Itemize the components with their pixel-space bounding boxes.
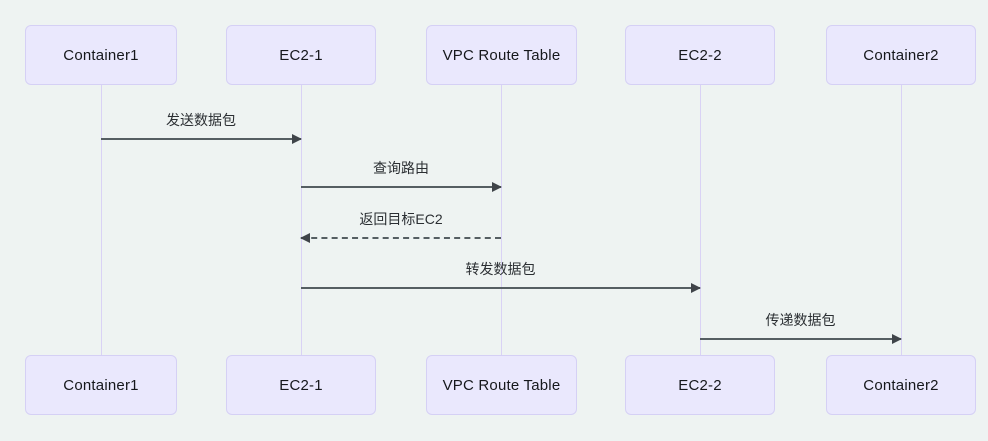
message-label: 发送数据包 <box>166 112 236 128</box>
participant-label: Container1 <box>63 46 139 64</box>
message-line <box>301 237 501 239</box>
arrowhead-icon <box>691 283 701 293</box>
participant-label: Container1 <box>63 376 139 394</box>
participant-top-ec2_1[interactable]: EC2-1 <box>226 25 376 85</box>
arrowhead-icon <box>892 334 902 344</box>
participant-label: EC2-2 <box>678 376 722 394</box>
lifeline-ec2_2 <box>700 85 701 355</box>
lifeline-vpc_route <box>501 85 502 355</box>
participant-top-container1[interactable]: Container1 <box>25 25 177 85</box>
message-line <box>301 287 700 289</box>
participant-top-container2[interactable]: Container2 <box>826 25 976 85</box>
participant-label: EC2-2 <box>678 46 722 64</box>
message-label: 转发数据包 <box>465 261 536 277</box>
message-line <box>101 138 301 140</box>
participant-label: Container2 <box>863 46 939 64</box>
participant-bottom-container2[interactable]: Container2 <box>826 355 976 415</box>
arrowhead-icon <box>292 134 302 144</box>
message-label: 传递数据包 <box>765 312 836 328</box>
arrowhead-icon <box>492 182 502 192</box>
lifeline-container1 <box>101 85 102 355</box>
message-label: 返回目标EC2 <box>359 211 443 227</box>
lifeline-ec2_1 <box>301 85 302 355</box>
participant-bottom-ec2_1[interactable]: EC2-1 <box>226 355 376 415</box>
arrowhead-icon <box>300 233 310 243</box>
participant-label: Container2 <box>863 376 939 394</box>
participant-bottom-vpc_route[interactable]: VPC Route Table <box>426 355 577 415</box>
participant-label: VPC Route Table <box>442 46 561 64</box>
participant-bottom-container1[interactable]: Container1 <box>25 355 177 415</box>
participant-bottom-ec2_2[interactable]: EC2-2 <box>625 355 775 415</box>
lifeline-container2 <box>901 85 902 355</box>
participant-label: VPC Route Table <box>442 376 561 394</box>
participant-label: EC2-1 <box>279 46 323 64</box>
participant-top-ec2_2[interactable]: EC2-2 <box>625 25 775 85</box>
message-line <box>301 186 501 188</box>
participant-top-vpc_route[interactable]: VPC Route Table <box>426 25 577 85</box>
participant-label: EC2-1 <box>279 376 323 394</box>
message-line <box>700 338 901 340</box>
message-label: 查询路由 <box>373 160 429 176</box>
